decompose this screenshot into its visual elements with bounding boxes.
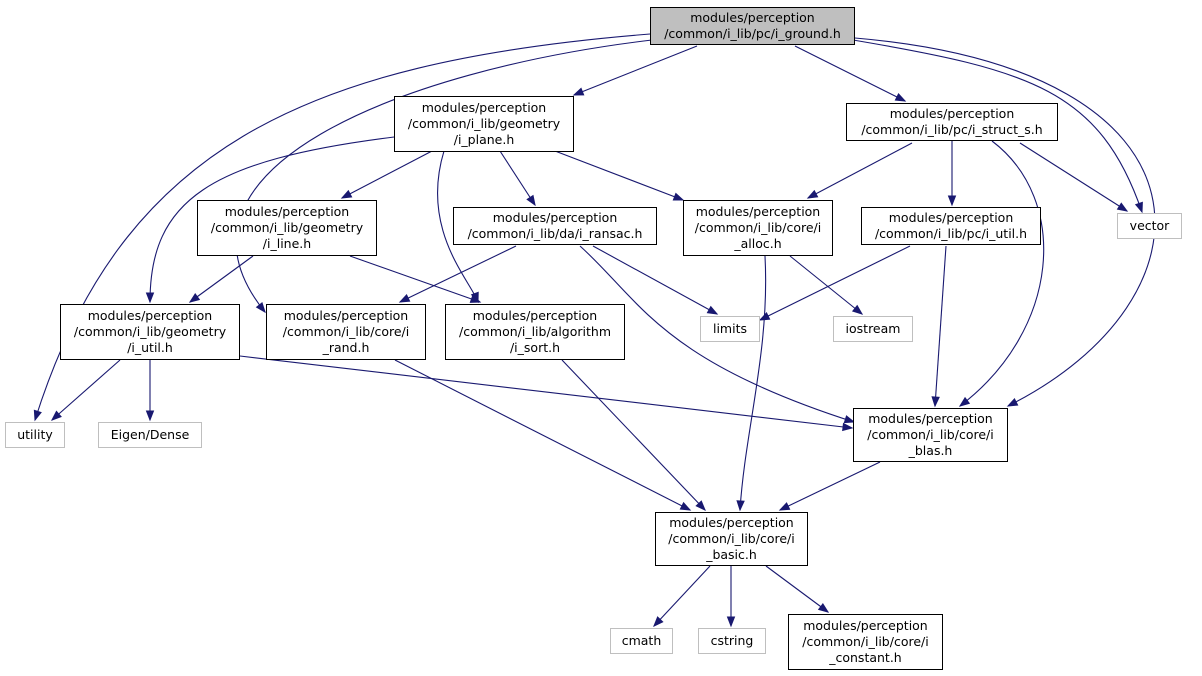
arrowhead-i_sort-to-i_basic [695,500,706,511]
node-i-line-h[interactable]: modules/perception /common/i_lib/geometr… [197,200,377,256]
node-i-blas-h[interactable]: modules/perception /common/i_lib/core/i … [853,408,1008,462]
arrowhead-i_util_geo-to-eigen_dense [145,410,155,422]
edge-i_ransac-to-i_blas [579,245,855,423]
arrowhead-i_ground-to-vector [1134,201,1143,214]
node-i-ransac-h[interactable]: modules/perception /common/i_lib/da/i_ra… [453,207,657,245]
edge-i_plane-to-i_ransac [499,150,536,206]
arrowhead-i_ground-to-i_rand [255,301,266,314]
edge-i_plane-to-i_alloc [554,150,684,201]
edge-i_alloc-to-i_basic [739,255,767,511]
arrowhead-i_ground-to-i_struct_s [894,92,907,102]
node-cstring: cstring [698,628,766,654]
node-iostream: iostream [833,316,913,342]
edge-i_util_geo-to-i_blas [239,355,853,429]
edge-i_ground-to-i_blas [854,37,1156,407]
arrowhead-i_alloc-to-i_basic [736,500,745,512]
node-i-rand-h[interactable]: modules/perception /common/i_lib/core/i … [266,304,426,360]
arrowhead-i_alloc-to-iostream [851,304,864,315]
arrowhead-i_struct_s-to-i_util_pc [947,195,957,207]
arrowhead-i_basic-to-i_constant [817,602,830,613]
node-i-plane-h[interactable]: modules/perception /common/i_lib/geometr… [394,96,574,152]
edge-i_struct_s-to-i_alloc [807,142,913,199]
node-eigen-dense: Eigen/Dense [98,422,202,448]
node-vector: vector [1117,213,1182,239]
edge-i_sort-to-i_basic [561,359,706,511]
edge-i_blas-to-i_basic [779,461,881,511]
node-i-sort-h[interactable]: modules/perception /common/i_lib/algorit… [445,304,625,360]
arrowhead-i_basic-to-cstring [726,616,736,628]
arrowhead-i_ground-to-utility [33,409,42,422]
arrowhead-i_rand-to-i_basic [679,501,692,511]
arrowhead-i_ransac-to-limits [706,305,719,315]
edge-i_ransac-to-limits [592,245,718,315]
arrowhead-i_line-to-i_util_geo [188,292,201,303]
edge-i_basic-to-i_constant [765,565,829,613]
node-i-basic-h[interactable]: modules/perception /common/i_lib/core/i … [655,512,808,566]
edge-i_struct_s-to-i_blas [959,140,1045,407]
edge-i_util_geo-to-utility [51,359,121,421]
arrowhead-i_plane-to-i_alloc [672,192,685,201]
arrowhead-i_util_pc-to-limits [758,312,771,321]
arrowhead-i_struct_s-to-i_alloc [806,189,819,199]
arrowhead-i_plane-to-i_util_geo [145,292,155,304]
edge-i_plane-to-i_util_geo [149,136,395,303]
node-pc-i-util-h[interactable]: modules/perception /common/i_lib/pc/i_ut… [861,207,1041,245]
arrowhead-i_ransac-to-i_blas [843,415,856,424]
edge-i_struct_s-to-vector [1019,142,1128,212]
node-i-constant-h[interactable]: modules/perception /common/i_lib/core/i … [788,614,943,670]
edge-i_alloc-to-iostream [789,255,863,315]
node-i-ground-h[interactable]: modules/perception /common/i_lib/pc/i_gr… [650,7,855,45]
edge-i_util_pc-to-i_blas [934,245,947,407]
arrowhead-i_basic-to-cmath [653,616,664,628]
arrowhead-i_ransac-to-i_rand [398,294,411,303]
edge-i_rand-to-i_basic [394,359,691,511]
edge-i_plane-to-i_sort [437,150,479,303]
arrowhead-i_struct_s-to-vector [1116,202,1129,212]
node-utility: utility [5,422,65,448]
arrowhead-i_ground-to-i_blas [1006,397,1019,407]
edge-i_ground-to-i_plane [573,45,698,96]
edge-i_util_pc-to-limits [759,245,911,321]
arrowhead-i_ground-to-i_plane [572,87,585,96]
arrowhead-i_struct_s-to-i_blas [958,396,971,407]
edge-i_ground-to-i_struct_s [794,45,906,102]
arrowhead-i_util_geo-to-i_blas [842,422,854,432]
arrowhead-i_util_geo-to-utility [50,410,62,421]
edge-i_plane-to-i_line [341,150,433,199]
edge-i_ground-to-i_rand [235,39,653,313]
edge-i_ground-to-vector [852,39,1143,213]
edge-i_ransac-to-i_rand [399,245,517,303]
edge-i_basic-to-cmath [653,565,711,627]
node-cmath: cmath [610,628,673,654]
arrowhead-i_plane-to-i_line [340,189,353,199]
node-limits: limits [700,316,760,342]
edge-i_line-to-i_sort [349,255,481,303]
edge-i_line-to-i_util_geo [189,255,254,303]
arrowhead-i_blas-to-i_basic [778,502,791,511]
node-geometry-i-util-h[interactable]: modules/perception /common/i_lib/geometr… [60,304,240,360]
arrowhead-i_line-to-i_sort [469,294,482,303]
node-i-struct-s-h[interactable]: modules/perception /common/i_lib/pc/i_st… [846,103,1058,141]
arrowhead-i_util_pc-to-i_blas [931,396,940,408]
node-i-alloc-h[interactable]: modules/perception /common/i_lib/core/i … [683,200,833,256]
arrowhead-i_plane-to-i_ransac [526,194,536,207]
